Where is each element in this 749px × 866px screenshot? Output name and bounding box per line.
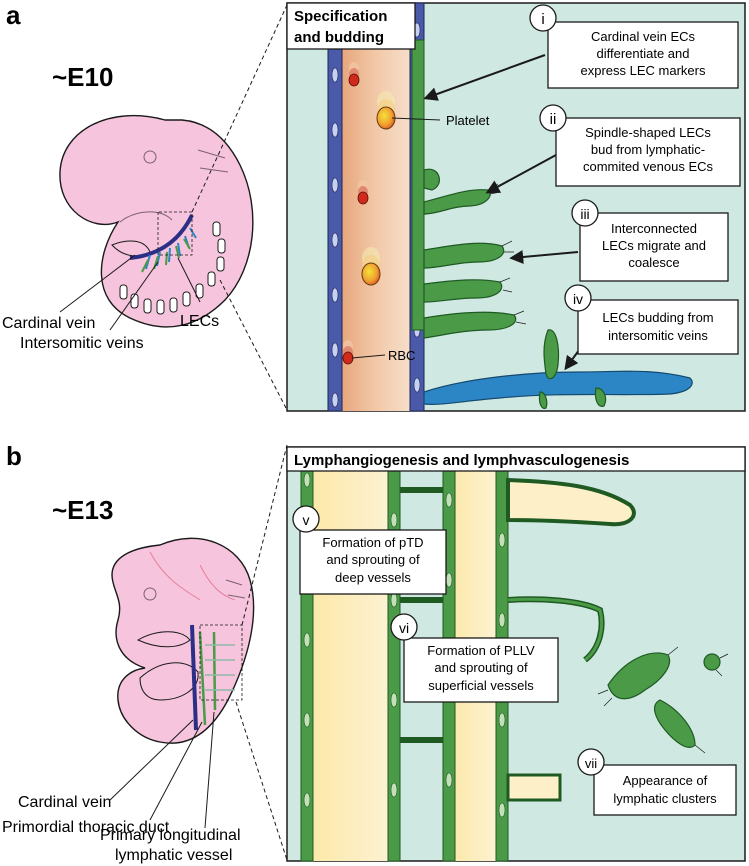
label-lecs: LECs (180, 313, 219, 330)
step-ii-numeral: ii (550, 111, 557, 128)
label-platelet: Platelet (446, 113, 490, 128)
step-i: i Cardinal vein ECs differentiate and ex… (423, 4, 739, 101)
step-ii: ii Spindle-shaped LECs bud from lymphati… (485, 104, 741, 194)
step-vii: vii Appearance of lymphatic clusters (577, 748, 737, 816)
step-v-line2: and sprouting of (326, 552, 420, 567)
step-i-line3: express LEC markers (581, 63, 706, 78)
step-iii-line1: Interconnected (611, 221, 697, 236)
step-iii-numeral: iii (580, 206, 589, 222)
lymphatic-clusters (607, 652, 721, 748)
embryo-e10 (59, 115, 254, 328)
panel-b-letter: b (6, 441, 22, 471)
step-vii-numeral: vii (585, 756, 597, 771)
step-vi: vi Formation of PLLV and sprouting of su… (390, 613, 559, 703)
label-cardinal-vein-a: Cardinal vein (2, 315, 95, 332)
step-vii-line1: Appearance of (623, 773, 708, 788)
panel-b-stage: ~E13 (52, 495, 113, 525)
label-rbc: RBC (388, 348, 415, 363)
step-iv-line1: LECs budding from (602, 310, 713, 325)
label-cardinal-vein-b: Cardinal vein (18, 794, 111, 811)
rbcs (342, 62, 369, 365)
step-vi-line1: Formation of PLLV (427, 643, 535, 658)
step-v-line1: Formation of pTD (322, 535, 423, 550)
step-ii-line1: Spindle-shaped LECs (585, 125, 711, 140)
step-iii: iii Interconnected LECs migrate and coal… (509, 199, 729, 282)
panel-a-stage: ~E10 (52, 62, 113, 92)
label-primary-longitudinal-2: lymphatic vessel (115, 847, 232, 864)
step-i-line2: differentiate and (597, 46, 690, 61)
step-ii-line2: bud from lymphatic- (591, 142, 705, 157)
embryo-e13 (111, 537, 255, 744)
step-vi-line3: superficial vessels (428, 678, 534, 693)
step-iii-line2: LECs migrate and (602, 238, 706, 253)
label-primary-longitudinal-1: Primary longitudinal (100, 827, 241, 844)
panel-b-title: Lymphangiogenesis and lymphvasculogenesi… (294, 452, 629, 469)
panel-a-letter: a (6, 0, 21, 30)
label-intersomitic-veins: Intersomitic veins (20, 335, 144, 352)
step-i-numeral: i (541, 11, 544, 28)
step-v: v Formation of pTD and sprouting of deep… (292, 505, 447, 595)
step-v-numeral: v (303, 512, 310, 528)
panel-a-title-line2: and budding (294, 29, 384, 46)
label-primordial-thoracic-duct: Primordial thoracic duct (2, 819, 170, 836)
step-v-line3: deep vessels (335, 570, 411, 585)
step-iii-line3: coalesce (628, 255, 679, 270)
step-i-line1: Cardinal vein ECs (591, 29, 696, 44)
step-iv: iv LECs budding from intersomitic veins (564, 284, 739, 371)
step-iv-numeral: iv (573, 291, 583, 307)
step-vi-line2: and sprouting of (434, 660, 528, 675)
panel-a-title-line1: Specification (294, 8, 387, 25)
step-ii-line3: commited venous ECs (583, 159, 714, 174)
step-vii-line2: lymphatic clusters (613, 791, 717, 806)
platelets (361, 91, 396, 286)
step-iv-line2: intersomitic veins (608, 328, 708, 343)
step-vi-numeral: vi (399, 620, 409, 636)
